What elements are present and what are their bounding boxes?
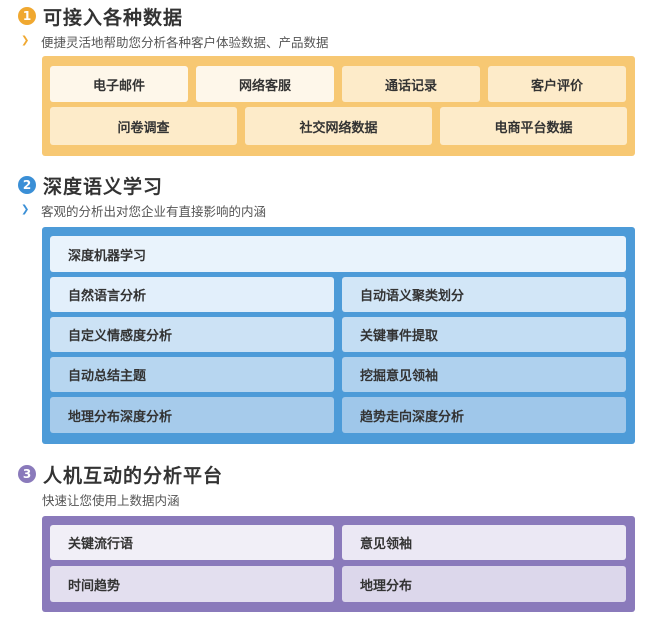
capability-item: 深度机器学习 <box>50 236 626 272</box>
chevron-down-icon: ❯︎ <box>21 35 30 46</box>
step-number-badge: 3 <box>18 465 36 483</box>
semantic-learning-panel: 深度机器学习 自然语言分析 自动语义聚类划分 自定义情感度分析 关键事件提取 自… <box>42 227 635 444</box>
data-source-item: 通话记录 <box>342 66 480 102</box>
section-2-header: 2 深度语义学习 <box>18 173 164 198</box>
platform-item: 地理分布 <box>342 566 626 602</box>
data-source-item: 社交网络数据 <box>245 107 432 145</box>
data-sources-panel: 电子邮件 网络客服 通话记录 客户评价 问卷调查 社交网络数据 电商平台数据 <box>42 56 635 156</box>
interactive-platform-panel: 关键流行语 意见领袖 时间趋势 地理分布 <box>42 516 635 612</box>
capability-item: 地理分布深度分析 <box>50 397 334 433</box>
section-1-header: 1 可接入各种数据 <box>18 4 184 29</box>
section-2-subtitle-row: ❯︎ 客观的分析出对您企业有直接影响的内涵 <box>21 202 267 219</box>
platform-item: 关键流行语 <box>50 525 334 560</box>
section-title: 深度语义学习 <box>43 175 164 198</box>
chevron-down-icon: ❯︎ <box>21 204 30 215</box>
capability-item: 关键事件提取 <box>342 317 626 352</box>
section-3-header: 3 人机互动的分析平台 <box>18 462 224 487</box>
section-title: 可接入各种数据 <box>43 6 184 29</box>
capability-item: 自然语言分析 <box>50 277 334 312</box>
data-source-item: 客户评价 <box>488 66 626 102</box>
section-1-subtitle-row: ❯︎ 便捷灵活地帮助您分析各种客户体验数据、产品数据 <box>21 33 329 50</box>
step-number-badge: 1 <box>18 7 36 25</box>
capability-item: 自动语义聚类划分 <box>342 277 626 312</box>
data-source-item: 电子邮件 <box>50 66 188 102</box>
platform-item: 时间趋势 <box>50 566 334 602</box>
step-number-badge: 2 <box>18 176 36 194</box>
capability-item: 趋势走向深度分析 <box>342 397 626 433</box>
capability-item: 自定义情感度分析 <box>50 317 334 352</box>
data-source-item: 网络客服 <box>196 66 334 102</box>
capability-item: 自动总结主题 <box>50 357 334 392</box>
data-source-item: 电商平台数据 <box>440 107 627 145</box>
platform-item: 意见领袖 <box>342 525 626 560</box>
capability-item: 挖掘意见领袖 <box>342 357 626 392</box>
section-title: 人机互动的分析平台 <box>43 464 224 487</box>
data-source-item: 问卷调查 <box>50 107 237 145</box>
section-subtitle: 客观的分析出对您企业有直接影响的内涵 <box>41 203 267 219</box>
section-3-subtitle-row: 快速让您使用上数据内涵 <box>42 491 180 508</box>
section-subtitle: 快速让您使用上数据内涵 <box>42 492 180 508</box>
section-subtitle: 便捷灵活地帮助您分析各种客户体验数据、产品数据 <box>41 34 329 50</box>
